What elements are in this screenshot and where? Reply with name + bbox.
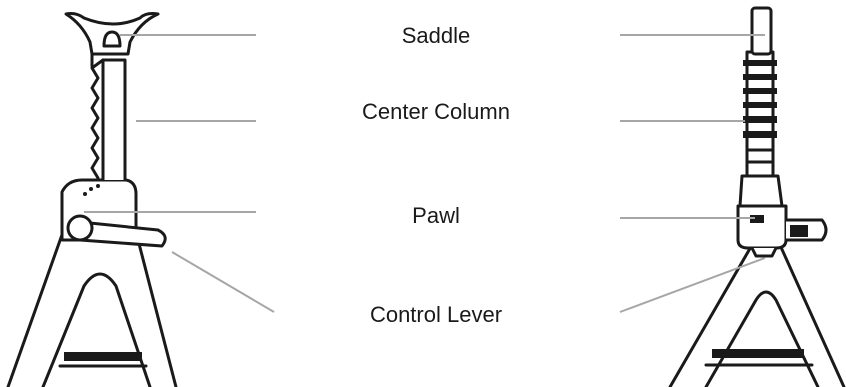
side-column-cap xyxy=(750,6,773,56)
control-lever-label: Control Lever xyxy=(370,302,502,327)
pawl-label: Pawl xyxy=(412,203,460,228)
jack-stand-front-view xyxy=(6,12,178,387)
front-frame-legs xyxy=(6,230,178,387)
side-ratchet-housing xyxy=(738,174,784,208)
center-column-label: Center Column xyxy=(362,99,510,124)
front-pawl-knob xyxy=(66,214,94,242)
control-lever-leader-right xyxy=(619,257,766,313)
jack-stand-side-view xyxy=(668,6,846,387)
control-lever-leader-left xyxy=(171,251,275,313)
saddle-label: Saddle xyxy=(402,23,471,48)
front-ratchet-teeth xyxy=(90,58,105,180)
side-cross-brace xyxy=(712,349,804,358)
front-center-column xyxy=(101,58,127,182)
side-pawl-block xyxy=(736,204,788,250)
side-frame-opening xyxy=(704,290,820,387)
leader-lines xyxy=(84,34,766,313)
front-cross-brace xyxy=(64,352,142,361)
front-frame-opening xyxy=(41,272,152,387)
front-control-lever xyxy=(78,220,167,248)
